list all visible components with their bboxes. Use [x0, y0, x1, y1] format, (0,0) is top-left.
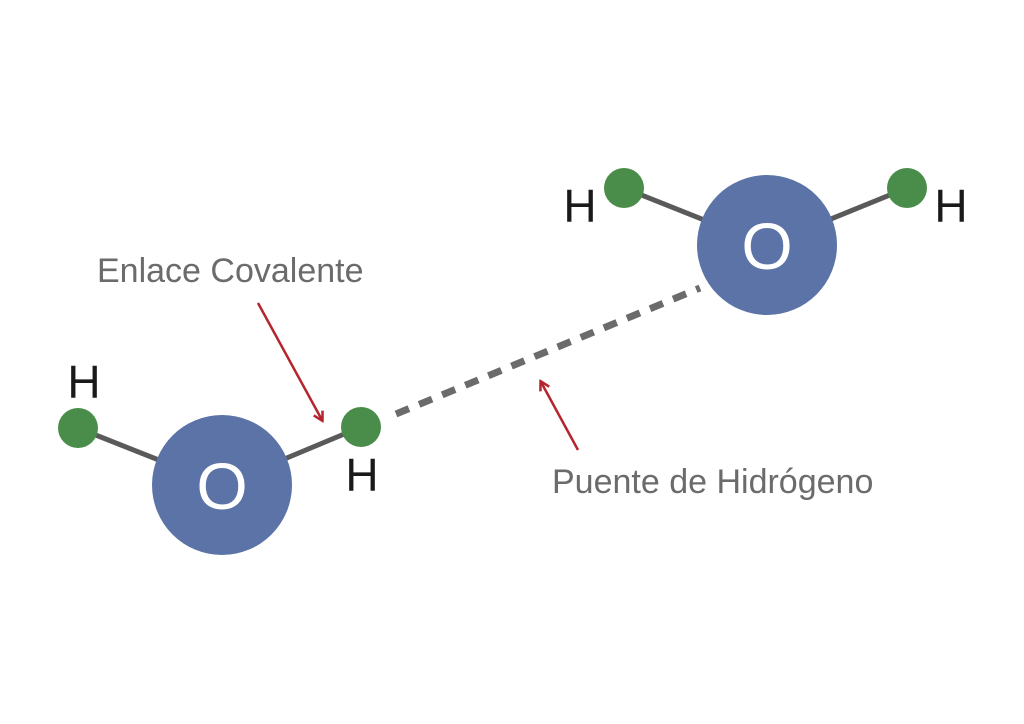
- left-hydrogen-label-1: H: [67, 356, 100, 408]
- right-oxygen-atom: [697, 175, 837, 315]
- right-hydrogen-atom-1: [604, 168, 644, 208]
- covalent-bond-caption: Enlace Covalente: [97, 252, 364, 290]
- covalent-bond-arrow: [256, 302, 322, 420]
- right-hydrogen-label-1: H: [563, 180, 596, 232]
- hydrogen-bond-caption: Puente de Hidrógeno: [552, 463, 873, 501]
- right-hydrogen-atom-2: [887, 168, 927, 208]
- hydrogen-bond-line: [394, 284, 702, 418]
- left-hydrogen-label-2: H: [345, 449, 378, 501]
- right-oxygen-label: O: [741, 209, 792, 283]
- left-oxygen-label: O: [196, 449, 247, 523]
- left-oxygen-atom: [152, 415, 292, 555]
- right-hydrogen-label-2: H: [934, 180, 967, 232]
- hydrogen-bond-arrow: [541, 382, 580, 451]
- left-hydrogen-atom-1: [58, 408, 98, 448]
- left-hydrogen-atom-2: [341, 407, 381, 447]
